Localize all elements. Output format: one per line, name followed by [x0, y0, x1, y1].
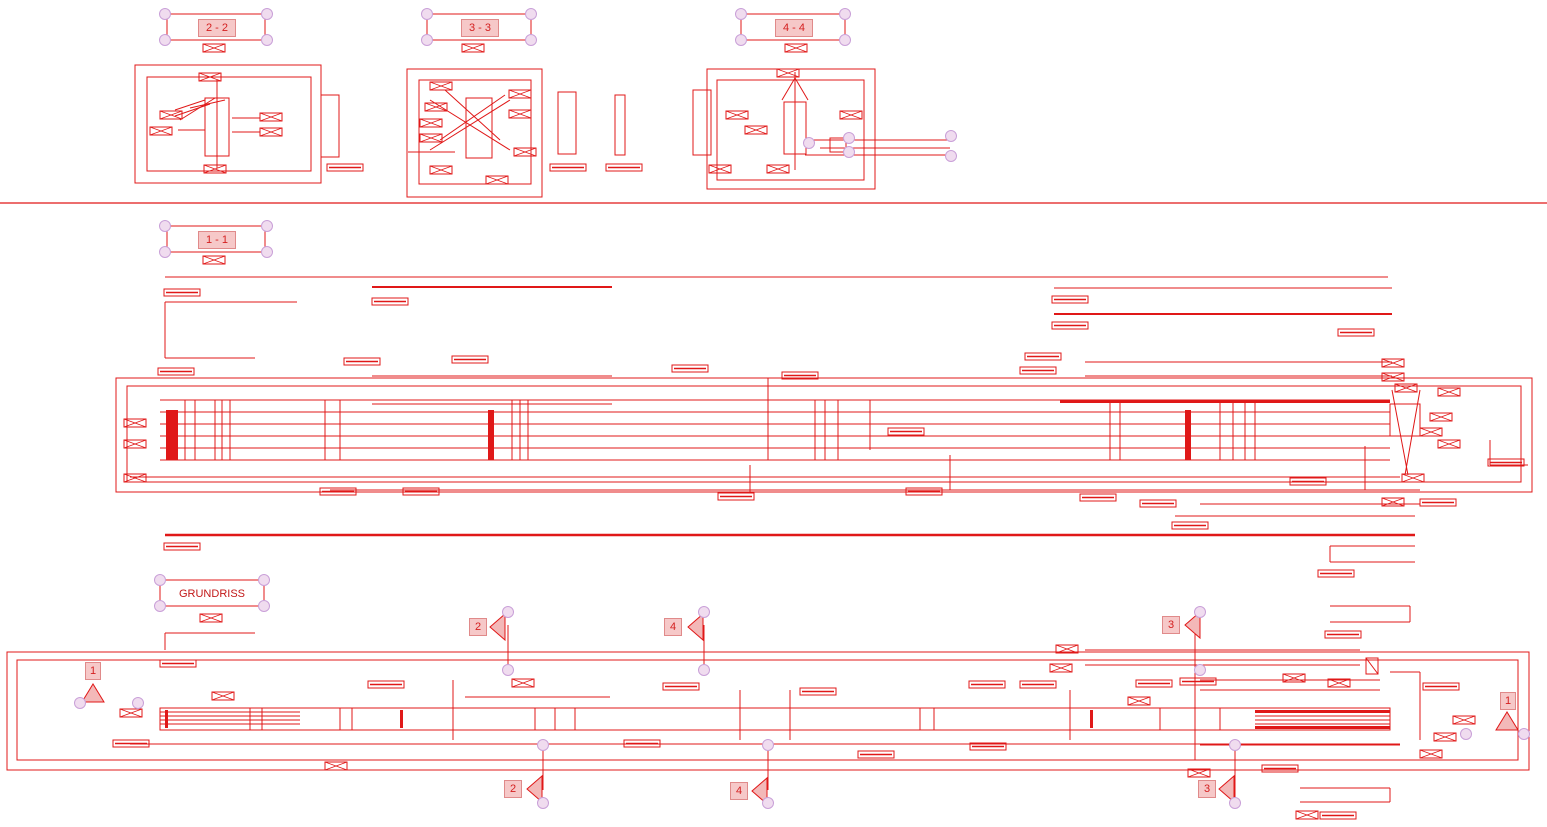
- section-label-3-3: 3 - 3: [461, 19, 499, 37]
- section-label-grundriss: GRUNDRISS: [178, 588, 245, 600]
- section-1-1-drawing: [115, 276, 1533, 563]
- section-1-1-heavy-members: [166, 400, 1390, 460]
- marker-3-bottom: 3: [1198, 780, 1216, 798]
- grundriss-verticals: [249, 680, 1221, 740]
- section-title-frames: [159, 13, 846, 607]
- marker-2-top: 2: [469, 618, 487, 636]
- grundriss-heavy-members: [165, 710, 1390, 729]
- section-label-1-1: 1 - 1: [198, 231, 236, 249]
- marker-2-bottom: 2: [504, 780, 522, 798]
- section-3-3-drawing: [406, 43, 643, 198]
- section-markers-triangles: [81, 610, 1519, 806]
- grundriss-tags: [112, 613, 1476, 820]
- grundriss-drawing: [6, 605, 1530, 803]
- section-2-2-drawing: [134, 43, 364, 184]
- section-4-4-dots: [803, 130, 957, 162]
- section-1-1-tags: [123, 255, 1525, 578]
- triangle-marker-2-top: [489, 612, 506, 642]
- section-1-1-verticals: [184, 378, 1366, 492]
- triangle-marker-3-bottom: [1218, 774, 1235, 804]
- section-4-4-drawing: [692, 43, 950, 190]
- marker-4-bottom: 4: [730, 782, 748, 800]
- section-label-2-2: 2 - 2: [198, 19, 236, 37]
- triangle-marker-1-left: [81, 683, 105, 703]
- triangle-marker-1-right: [1495, 711, 1519, 731]
- triangle-marker-4-top: [687, 612, 704, 642]
- triangle-marker-2-bottom: [526, 774, 543, 804]
- marker-1-left: 1: [85, 662, 101, 680]
- triangle-marker-4-bottom: [751, 776, 768, 806]
- section-label-4-4: 4 - 4: [775, 19, 813, 37]
- triangle-marker-3-top: [1184, 610, 1201, 640]
- marker-4-top: 4: [664, 618, 682, 636]
- marker-1-right: 1: [1500, 692, 1516, 710]
- marker-3-top: 3: [1162, 616, 1180, 634]
